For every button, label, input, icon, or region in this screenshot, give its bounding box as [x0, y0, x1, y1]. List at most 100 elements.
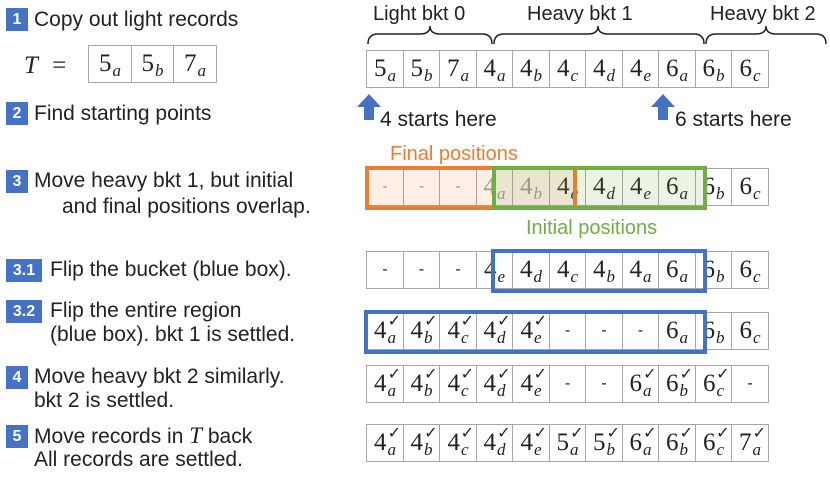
record-key: 4: [447, 370, 460, 397]
empty-slot: -: [366, 168, 404, 206]
record-key: 6: [666, 370, 679, 397]
step-5-line1-a: Move records in: [34, 425, 190, 448]
record-subscript: d: [497, 440, 506, 459]
record-subscript: d: [606, 184, 616, 203]
check-icon: ✓: [460, 364, 474, 383]
final-positions-label: Final positions: [390, 143, 518, 165]
record-key: 4: [629, 256, 643, 283]
step-3-line1: Move heavy bkt 1, but initial: [34, 169, 294, 192]
empty-slot: -: [439, 168, 477, 206]
record-subscript: e: [533, 381, 542, 400]
empty-slot: -: [731, 365, 769, 403]
temp-label: T =: [24, 52, 66, 79]
check-icon: ✓: [643, 364, 657, 383]
record-subscript: c: [752, 328, 761, 347]
step-4-line2: bkt 2 is settled.: [34, 389, 175, 412]
record-subscript: a: [679, 267, 689, 286]
record-subscript: b: [716, 66, 725, 85]
record-key: 7: [184, 50, 197, 77]
record-subscript: a: [679, 66, 689, 85]
record-subscript: b: [424, 66, 433, 85]
empty-slot: -: [585, 312, 623, 350]
check-icon: ✓: [497, 311, 511, 330]
record-subscript: b: [606, 267, 616, 286]
record-key: 4: [483, 173, 497, 200]
check-icon: ✓: [716, 364, 730, 383]
step-3-badge: 3: [6, 170, 28, 193]
check-icon: ✓: [424, 423, 438, 442]
record-key: 4: [520, 173, 533, 200]
arrow-up-icon-4: [357, 94, 381, 120]
record-key: 4: [520, 256, 533, 283]
record-subscript: a: [112, 61, 122, 80]
empty-slot: -: [621, 312, 660, 350]
record-key: 5: [374, 55, 387, 82]
record-key: 4: [629, 55, 643, 82]
record-subscript: b: [424, 440, 433, 459]
record-subscript: a: [387, 381, 397, 400]
record-key: 6: [739, 55, 752, 82]
check-icon: ✓: [570, 423, 584, 442]
initial-positions-label: Initial positions: [526, 217, 658, 239]
step-3-1-text: Flip the bucket (blue box).: [50, 258, 292, 281]
bucket-1-label: Heavy bkt 1: [527, 3, 633, 25]
record-key: 4: [520, 370, 533, 397]
empty-slot: -: [402, 168, 441, 206]
record-subscript: c: [716, 381, 725, 400]
record-key: 5: [593, 429, 606, 456]
step-5-line1-var: T: [189, 423, 203, 448]
record-subscript: c: [570, 184, 579, 203]
record-key: 6: [629, 429, 643, 456]
record-key: 6: [666, 429, 679, 456]
record-key: 4: [483, 317, 497, 344]
record-key: 6: [629, 370, 643, 397]
record-key: 4: [520, 55, 533, 82]
start-4-label: 4 starts here: [380, 108, 497, 131]
record-key: 4: [520, 429, 533, 456]
record-key: 4: [483, 256, 497, 283]
temp-var: T: [24, 52, 38, 79]
empty-slot: -: [548, 312, 587, 350]
check-icon: ✓: [424, 364, 438, 383]
record-subscript: a: [387, 440, 397, 459]
empty-slot: -: [439, 251, 477, 289]
step-3-line2: and final positions overlap.: [62, 195, 311, 218]
check-icon: ✓: [424, 311, 438, 330]
record-subscript: a: [197, 61, 207, 80]
record-subscript: e: [497, 267, 506, 286]
step-5-line2: All records are settled.: [34, 448, 243, 471]
bucket-1-brace: [493, 25, 705, 45]
empty-slot: -: [585, 365, 623, 403]
bucket-2-brace: [705, 25, 827, 45]
